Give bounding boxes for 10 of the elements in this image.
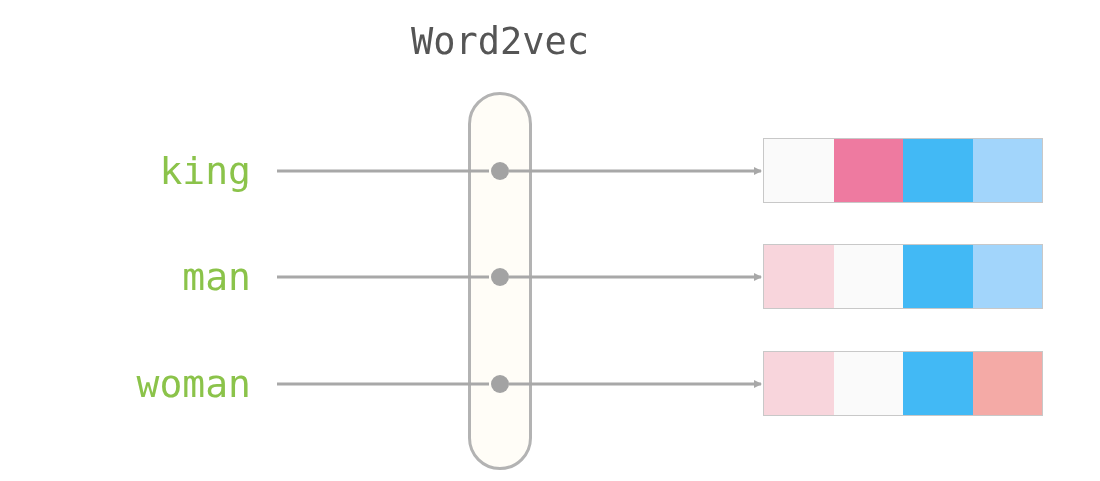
word-label: man xyxy=(182,254,251,300)
vector-bar xyxy=(763,351,1043,416)
word-label: king xyxy=(159,148,251,194)
word-label: woman xyxy=(136,361,251,407)
model-title: Word2vec xyxy=(409,20,591,64)
arrow xyxy=(509,167,762,175)
arrow xyxy=(509,380,762,388)
vector-bar xyxy=(763,244,1043,309)
vector-bar xyxy=(763,138,1043,203)
arrow xyxy=(509,273,762,281)
